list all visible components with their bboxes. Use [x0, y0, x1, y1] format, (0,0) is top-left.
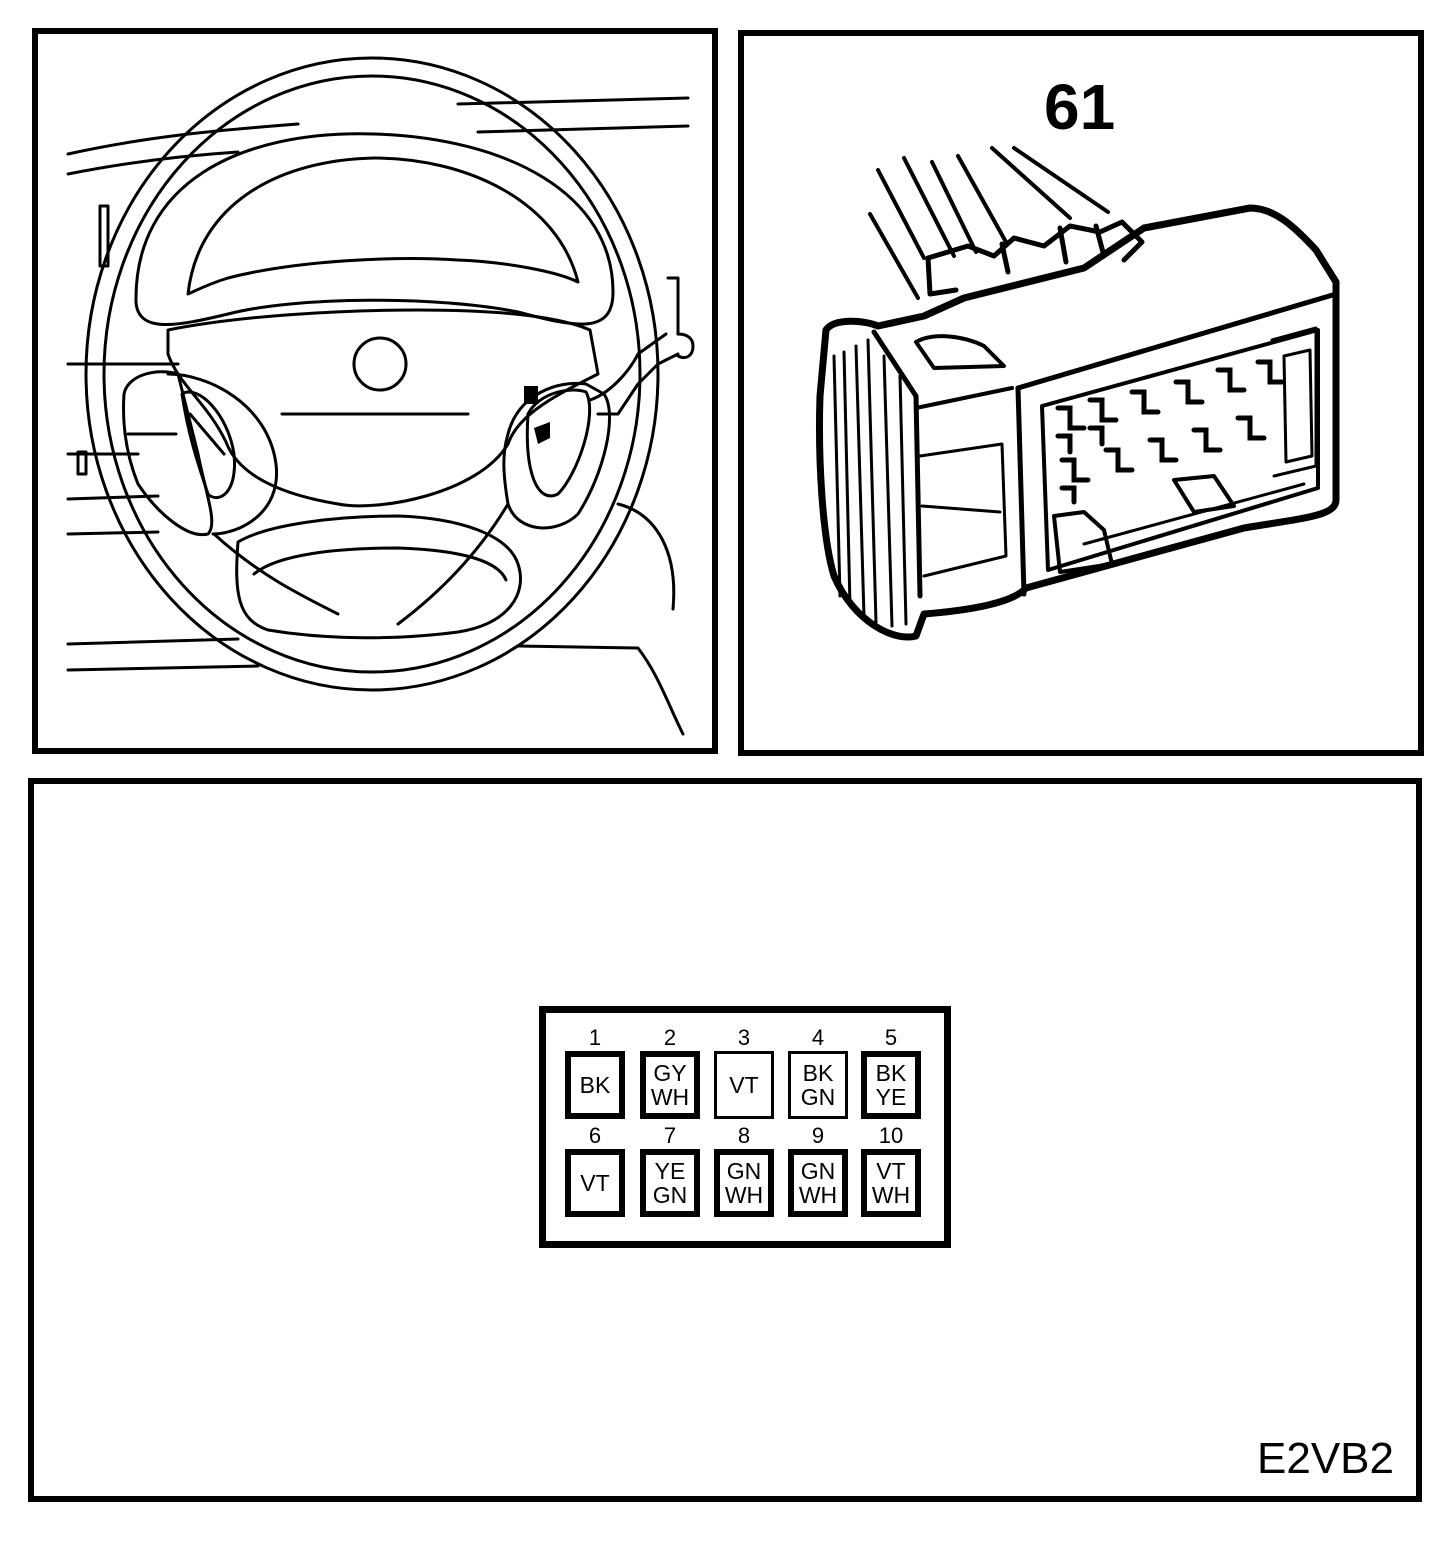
wire-stripe-color: WH [871, 1182, 911, 1208]
wire-color: BK [579, 1072, 611, 1098]
connector-id-label: 61 [1044, 71, 1116, 143]
wire-color: GN [800, 1158, 836, 1184]
wire-stripe-color: WH [650, 1084, 690, 1110]
pin-cell: VT [714, 1051, 774, 1119]
pin-number: 4 [811, 1025, 825, 1050]
pin-number: 3 [737, 1025, 751, 1050]
connector-illustration [816, 146, 1340, 641]
pin-number: 6 [588, 1123, 602, 1148]
pin-cell: GY WH [640, 1051, 700, 1119]
pin-number: 9 [811, 1123, 825, 1148]
pin-cell: BK GN [788, 1051, 848, 1119]
wire-color: VT [580, 1170, 610, 1196]
pin-cell: GN WH [788, 1149, 848, 1217]
pin-number: 5 [884, 1025, 898, 1050]
pin-number: 10 [878, 1123, 904, 1148]
wire-color: GY [653, 1060, 687, 1086]
pin-assignment-panel: 1 2 3 4 5 BK GY WH VT BK GN BK YE 6 7 8 … [28, 778, 1422, 1502]
pin-cell: VT [565, 1149, 625, 1217]
pin-number: 8 [737, 1123, 751, 1148]
pin-cell: YE GN [640, 1149, 700, 1217]
document-code: E2VB2 [1257, 1434, 1394, 1483]
pin-cell: GN WH [714, 1149, 774, 1217]
connector-pinout: 1 2 3 4 5 BK GY WH VT BK GN BK YE 6 7 8 … [539, 1006, 951, 1248]
wire-color: YE [654, 1158, 686, 1184]
wire-color: VT [729, 1072, 759, 1098]
wire-color: GN [726, 1158, 762, 1184]
steering-wheel-panel [32, 28, 718, 754]
pin-cell: BK YE [861, 1051, 921, 1119]
pin-number: 1 [588, 1025, 602, 1050]
pin-cell: VT WH [861, 1149, 921, 1217]
connector-panel: 61 [738, 30, 1424, 756]
wire-stripe-color: YE [875, 1084, 907, 1110]
wire-stripe-color: WH [724, 1182, 764, 1208]
pin-number: 2 [663, 1025, 677, 1050]
steering-wheel-illustration [66, 56, 695, 736]
wire-stripe-color: GN [800, 1084, 836, 1110]
wire-stripe-color: WH [798, 1182, 838, 1208]
wire-color: BK [875, 1060, 907, 1086]
wire-stripe-color: GN [652, 1182, 688, 1208]
wire-color: BK [802, 1060, 834, 1086]
pin-cell: BK [565, 1051, 625, 1119]
wire-color: VT [876, 1158, 906, 1184]
pin-number: 7 [663, 1123, 677, 1148]
